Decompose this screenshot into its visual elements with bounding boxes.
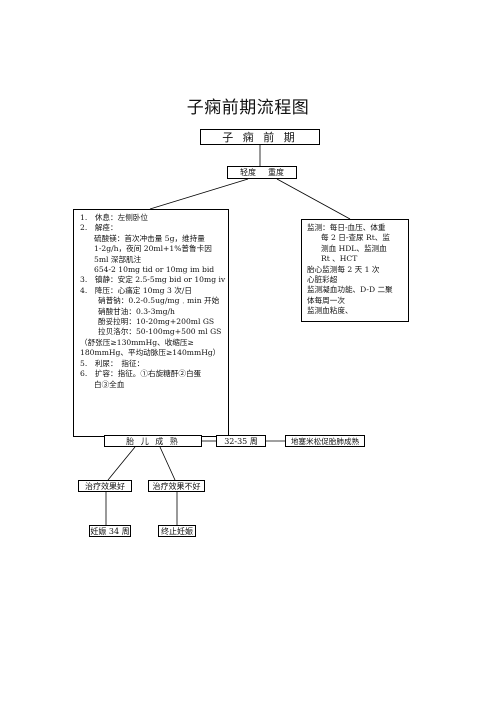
treatment-line: （舒张压≥130mmHg、收缩压≥ [80,337,194,347]
treatment-line: 5ml 深部肌注 [94,254,142,264]
monitor-line: 胎心监测每 2 天 1 次 [307,264,380,274]
treatment-line: 酚妥拉明：10-20mg+200ml GS [98,317,215,327]
monitor-line: 每 2 日-查尿 Rt、监 [321,233,390,243]
monitor-line: 测血 HDL、监测血 [321,243,387,253]
treatment-line: 硝酸甘油：0.3-3mg/h [98,306,175,316]
monitor-line: Rt 、HCT [321,254,358,264]
monitor-line: 监测血粘度、 [307,306,353,316]
treatment-line: 6. 扩容：指征。①右旋糖酐②白蛋 [80,369,202,379]
dexamethasone-box: 地塞米松促胎肺成熟 [285,435,365,447]
treatment-line: 硝普钠：0.2-0.5ug/mg﹒min 开始 [98,296,220,306]
monitor-line: 心脏彩超 [307,275,338,285]
severe-label: 重度 [268,168,284,177]
treatment-line: 2. 解痉： [80,223,118,233]
severity-box: 轻度 重度 [227,166,297,179]
treatment-line: 4. 降压：心痛定 10mg 3 次/日 [80,285,192,295]
gestation-weeks-box: 32-35 周 [216,435,266,447]
treatment-line: 白③全血 [94,379,125,389]
fetal-maturity-box: 胎 儿 成 熟 [104,435,202,447]
page-title: 子痫前期流程图 [186,98,310,118]
monitor-line: 监测凝血功能、D-D 二聚 [307,285,393,295]
treatment-line: 5. 利尿： 指征： [80,358,145,368]
treatment-line: 180mmHg、平均动脉压≥140mmHg） [80,348,221,358]
monitor-line: 体每周一次 [307,295,345,305]
gestation-34-weeks-box: 妊娠 34 周 [89,525,131,537]
terminate-pregnancy-box: 终止妊娠 [158,525,196,537]
treatment-box: 1. 休息：左侧卧位 2. 解痉： 硫酸镁：首次冲击量 5g，维持量 1-2g/… [73,209,229,437]
treatment-line: 硫酸镁：首次冲击量 5g，维持量 [94,233,205,243]
mild-label: 轻度 [240,168,256,177]
poor-response-box: 治疗效果不好 [148,480,205,492]
connector-fetal-bad [159,446,176,481]
connector-severe-monitor [276,178,351,220]
treatment-line: 1-2g/h，夜间 20ml+1%普鲁卡因 [94,244,212,254]
treatment-line: 拉贝洛尔：50-100mg+500 ml GS [98,327,222,337]
treatment-line: 654-2 10mg tid or 10mg im bid [94,265,215,275]
connector-fetal-good [107,446,136,481]
good-response-box: 治疗效果好 [78,480,132,492]
treatment-line: 3. 镇静：安定 2.5-5mg bid or 10mg iv [80,275,226,285]
monitoring-box: 监测：每日-血压、体重 每 2 日-查尿 Rt、监 测血 HDL、监测血 Rt … [301,219,409,322]
preeclampsia-box: 子 痫 前 期 [200,129,320,145]
connector-mild-treatment [149,178,249,210]
monitor-line: 监测：每日-血压、体重 [307,223,386,232]
treatment-line: 1. 休息：左侧卧位 [80,213,148,222]
